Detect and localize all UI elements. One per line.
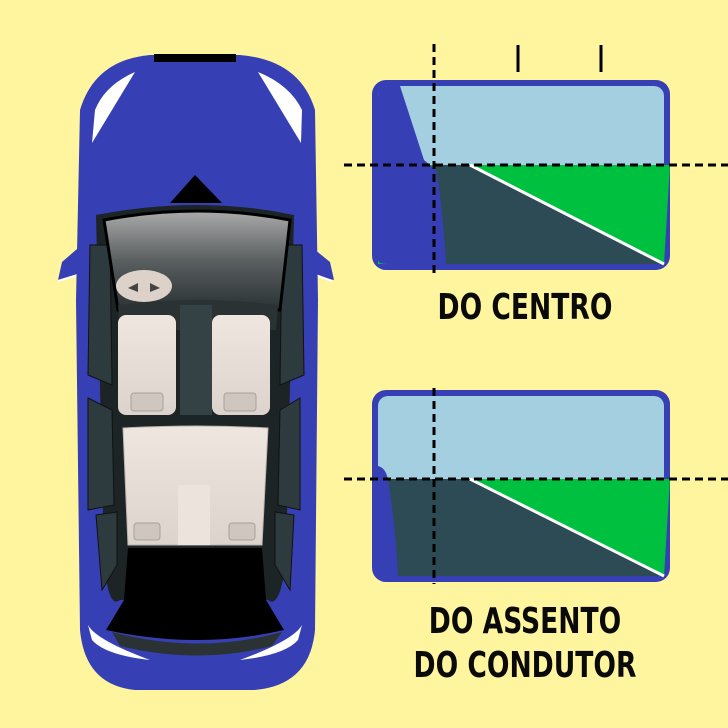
mirror-view-center-panel (344, 44, 728, 276)
center-view-label: DO CENTRO (437, 287, 613, 328)
mirror-view-driver-panel (344, 388, 728, 584)
driver-view-label-line1: DO ASSENTO (428, 601, 622, 642)
driver-view-label: DO ASSENTO DO CONDUTOR (406, 600, 644, 688)
driver-view-label-line2: DO CONDUTOR (413, 645, 637, 686)
car-top-view-icon (57, 54, 334, 690)
